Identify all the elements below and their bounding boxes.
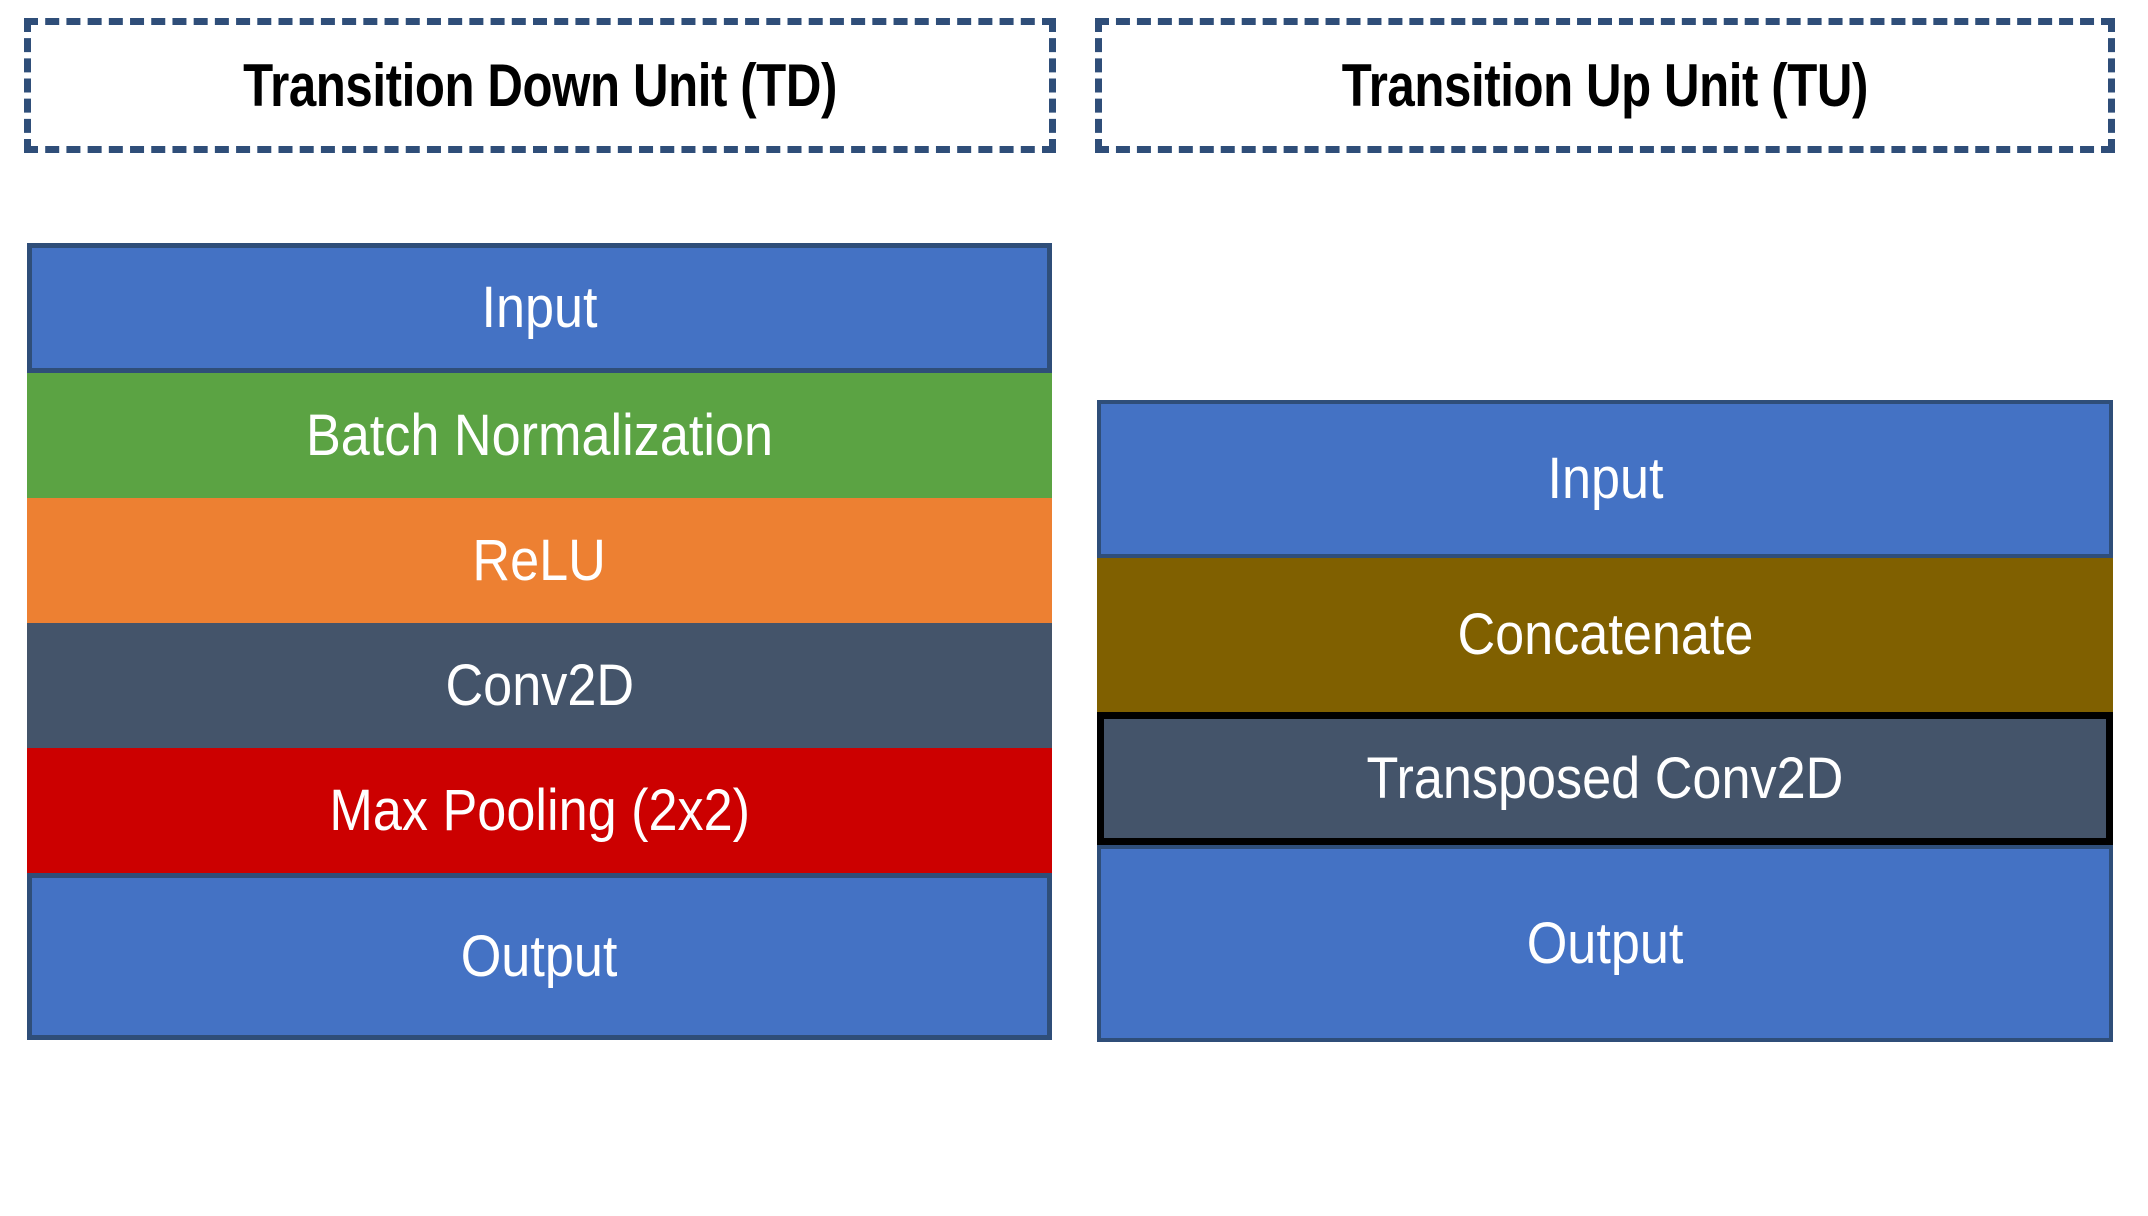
layer-label: Batch Normalization (305, 402, 774, 468)
layer-block-output-tu: Output (1097, 845, 2113, 1042)
layer-label: ReLU (472, 527, 607, 593)
layer-block-input-tu: Input (1097, 400, 2113, 558)
layer-block-output-td: Output (27, 873, 1052, 1040)
layer-label: Input (481, 275, 598, 340)
layer-stack-transition-down: Input Batch Normalization ReLU Conv2D Ma… (27, 243, 1052, 1040)
title-box-transition-down: Transition Down Unit (TD) (24, 18, 1056, 153)
title-label-transition-down: Transition Down Unit (TD) (243, 52, 837, 119)
layer-block-max-pooling: Max Pooling (2x2) (27, 748, 1052, 873)
layer-block-transposed-conv2d: Transposed Conv2D (1097, 712, 2113, 845)
layer-block-relu: ReLU (27, 498, 1052, 623)
title-label-transition-up: Transition Up Unit (TU) (1341, 52, 1869, 119)
layer-block-input-td: Input (27, 243, 1052, 373)
layer-label: Input (1546, 446, 1664, 511)
layer-stack-transition-up: Input Concatenate Transposed Conv2D Outp… (1097, 400, 2113, 1042)
title-box-transition-up: Transition Up Unit (TU) (1095, 18, 2115, 153)
layer-block-concatenate: Concatenate (1097, 558, 2113, 712)
layer-label: Concatenate (1456, 602, 1754, 667)
layer-label: Output (461, 923, 618, 989)
layer-block-conv2d: Conv2D (27, 623, 1052, 748)
layer-label: Transposed Conv2D (1366, 745, 1844, 811)
layer-block-batch-normalization: Batch Normalization (27, 373, 1052, 498)
layer-label: Max Pooling (2x2) (329, 777, 750, 843)
layer-label: Conv2D (445, 652, 634, 718)
layer-label: Output (1526, 910, 1684, 976)
